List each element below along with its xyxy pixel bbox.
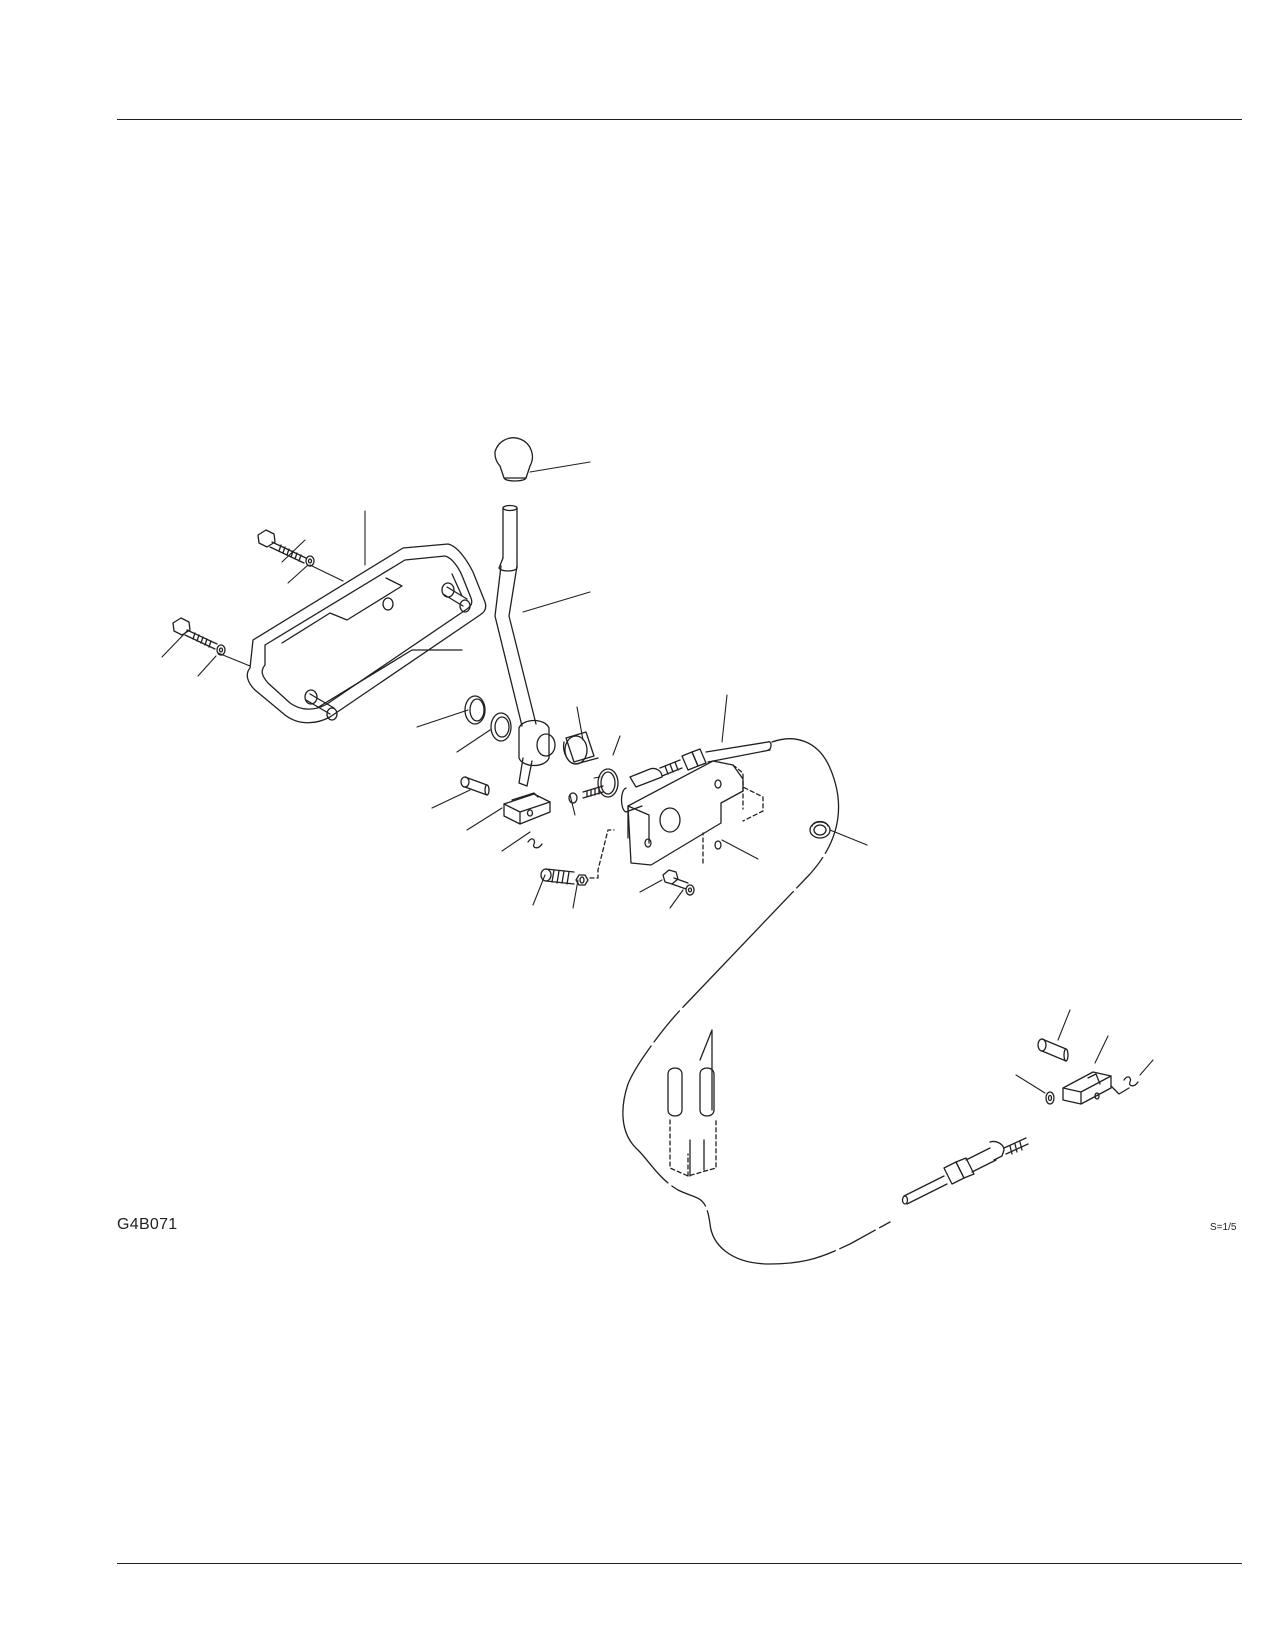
cable-end-clevis-part xyxy=(1062,1071,1130,1105)
scale-label: S=1/5 xyxy=(1210,1222,1237,1233)
cable-end-cotter-part xyxy=(1123,1076,1139,1087)
cover-stud xyxy=(441,582,471,613)
bracket-bolt-right xyxy=(662,869,695,896)
cover-bolt-upper xyxy=(257,529,315,567)
control-cable-route xyxy=(622,738,891,1265)
leader-lines xyxy=(161,461,1154,1094)
o-ring-part xyxy=(597,768,619,798)
floor-guide-part xyxy=(667,1029,717,1177)
lever-part xyxy=(494,504,556,787)
bracket-part xyxy=(627,760,764,866)
cover-stud xyxy=(304,689,338,721)
header-rule xyxy=(117,119,1242,120)
bushing-part xyxy=(562,731,599,765)
cotter-pin-part xyxy=(527,838,543,849)
clevis-part xyxy=(503,792,551,825)
cable-end-nut-part xyxy=(1045,1091,1055,1105)
grommet-part xyxy=(809,820,831,839)
clevis-pin-part xyxy=(460,776,490,796)
bracket-bolt-left xyxy=(540,829,615,886)
footer-rule xyxy=(117,1563,1242,1564)
spring-washer-part xyxy=(568,792,578,804)
cable-stud-part xyxy=(582,785,604,799)
figure-code: G4B071 xyxy=(117,1216,178,1233)
cable-end-pin-part xyxy=(1037,1038,1069,1062)
knob-part xyxy=(494,437,534,482)
snap-ring-part xyxy=(464,695,486,725)
control-cable-lower-end xyxy=(901,1137,1029,1205)
plain-washer-part xyxy=(490,712,512,742)
cover-part xyxy=(246,543,487,724)
cover-bolt-lower xyxy=(172,617,226,656)
control-cable-upper-end xyxy=(620,741,772,813)
